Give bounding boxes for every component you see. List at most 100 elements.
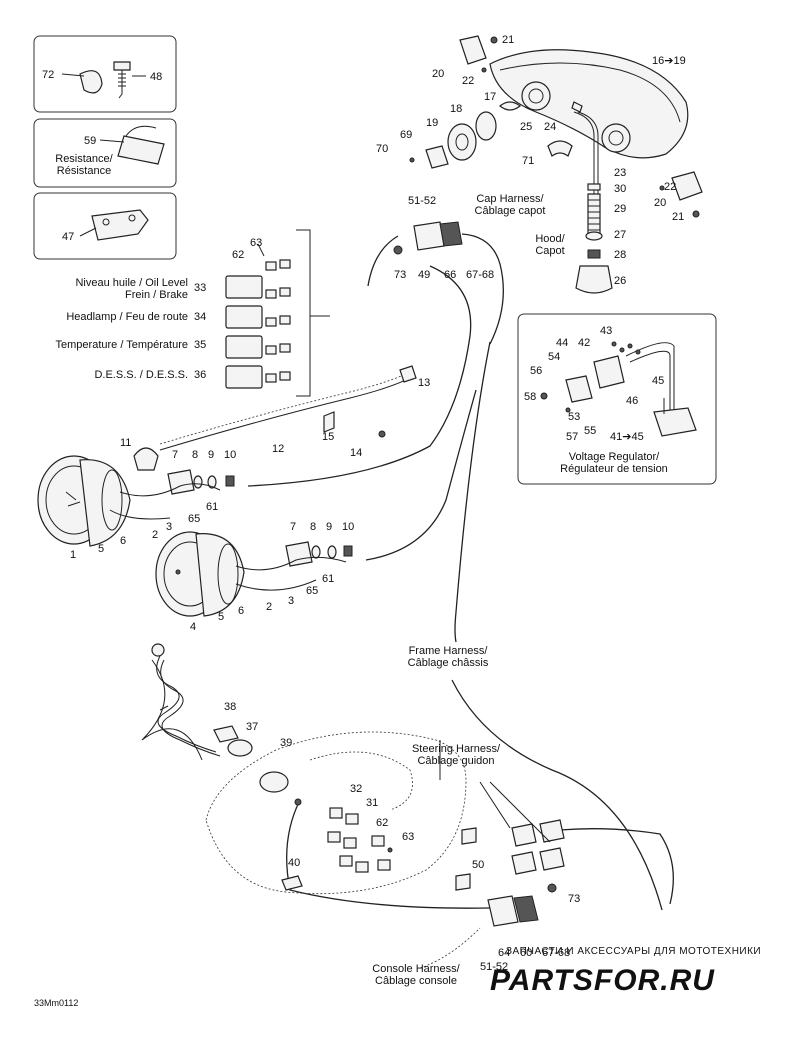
callout-63b: 63	[402, 831, 414, 843]
callout-7a: 7	[172, 449, 178, 461]
callout-60: 60	[520, 947, 532, 959]
inset-fasteners	[33, 35, 177, 113]
callout-27: 27	[614, 229, 626, 241]
callout-38: 38	[224, 701, 236, 713]
callout-20a: 20	[432, 68, 444, 80]
callout-47: 47	[62, 231, 74, 243]
indicator-label-dess: D.E.S.S. / D.E.S.S.	[94, 369, 188, 381]
callout-65b: 65	[306, 585, 318, 597]
callout-8a: 8	[192, 449, 198, 461]
callout-41: 41➔45	[610, 431, 644, 443]
callout-3b: 3	[288, 595, 294, 607]
callout-10a: 10	[224, 449, 236, 461]
callout-24: 24	[544, 121, 556, 133]
callout-65a: 65	[188, 513, 200, 525]
caption-cap-harness: Cap Harness/Câblage capot	[475, 193, 546, 217]
callout-31: 31	[366, 797, 378, 809]
caption-steering-harness: Steering Harness/Câblage guidon	[412, 743, 501, 767]
headlamp-assembly	[409, 35, 703, 294]
callout-61a: 61	[206, 501, 218, 513]
watermark-tagline: ЗАПЧАСТИ И АКСЕССУАРЫ ДЛЯ МОТОТЕХНИКИ	[506, 946, 761, 957]
callout-43: 43	[600, 325, 612, 337]
callout-45: 45	[652, 375, 664, 387]
callout-49: 49	[418, 269, 430, 281]
callout-40: 40	[288, 857, 300, 869]
cap-harness-connectors	[367, 221, 504, 345]
callout-labels: 72 48 59 47 63 62 51-52 73 49 66 67-68 2…	[42, 34, 686, 973]
callout-4: 4	[190, 621, 196, 633]
callout-10b: 10	[342, 521, 354, 533]
indicator-num-35: 35	[194, 339, 206, 351]
callout-56: 56	[530, 365, 542, 377]
dess-lanyard	[151, 643, 253, 757]
callout-57: 57	[566, 431, 578, 443]
callout-17: 17	[484, 91, 496, 103]
callout-61b: 61	[322, 573, 334, 585]
callout-67b: 67-68	[542, 947, 570, 959]
callout-7b: 7	[290, 521, 296, 533]
callout-22a: 22	[462, 75, 474, 87]
callout-51b: 51-52	[480, 961, 508, 973]
callout-63a: 63	[250, 237, 262, 249]
indicator-num-36: 36	[194, 369, 206, 381]
callout-62b: 62	[376, 817, 388, 829]
inset-bracket	[33, 192, 177, 260]
callout-53: 53	[568, 411, 580, 423]
callout-46: 46	[626, 395, 638, 407]
assembly-captions: Resistance/Résistance Cap Harness/Câblag…	[55, 153, 668, 987]
callout-20b: 20	[654, 197, 666, 209]
callout-62a: 62	[232, 249, 244, 261]
callout-2b: 2	[266, 601, 272, 613]
watermark: ЗАПЧАСТИ И АКСЕССУАРЫ ДЛЯ МОТОТЕХНИКИ PA…	[490, 946, 761, 997]
callout-64: 64	[498, 947, 510, 959]
callout-11: 11	[120, 437, 131, 449]
callout-73b: 73	[568, 893, 580, 905]
callout-13: 13	[418, 377, 430, 389]
indicator-label-temperature: Temperature / Température	[56, 339, 188, 351]
callout-18: 18	[450, 103, 462, 115]
callout-2a: 2	[152, 529, 158, 541]
console-harness-connectors	[419, 740, 565, 969]
callout-66: 66	[444, 269, 456, 281]
callout-29: 29	[614, 203, 626, 215]
caption-resistance: Resistance/Résistance	[55, 153, 113, 177]
callout-44: 44	[556, 337, 568, 349]
callout-32: 32	[350, 783, 362, 795]
callout-12: 12	[272, 443, 284, 455]
callout-51a: 51-52	[408, 195, 436, 207]
callout-70: 70	[376, 143, 388, 155]
callout-42: 42	[578, 337, 590, 349]
callout-14: 14	[350, 447, 362, 459]
callout-25: 25	[520, 121, 532, 133]
callout-5b: 5	[218, 611, 224, 623]
callout-73a: 73	[394, 269, 406, 281]
indicator-label-headlamp: Headlamp / Feu de route	[66, 311, 188, 323]
caption-hood: Hood/Capot	[535, 233, 565, 257]
watermark-brand: PARTSFOR.RU	[490, 964, 715, 997]
callout-67a: 67-68	[466, 269, 494, 281]
callout-59: 59	[84, 135, 96, 147]
main-harness-lines	[141, 265, 674, 911]
callout-21a: 21	[502, 34, 514, 46]
indicator-num-33: 33	[194, 282, 206, 294]
callout-22b: 22	[664, 181, 676, 193]
cable-12	[159, 365, 417, 451]
callout-54: 54	[548, 351, 560, 363]
console-body	[205, 731, 477, 895]
gauge-2	[155, 531, 353, 617]
callout-8b: 8	[310, 521, 316, 533]
voltage-regulator-box	[517, 313, 717, 485]
callout-6a: 6	[120, 535, 126, 547]
caption-frame-harness: Frame Harness/Câblage châssis	[408, 645, 489, 669]
callout-72: 72	[42, 69, 54, 81]
callout-3a: 3	[166, 521, 172, 533]
callout-21b: 21	[672, 211, 684, 223]
callout-6b: 6	[238, 605, 244, 617]
diagram-code: 33Mm0112	[34, 998, 78, 1008]
callout-39: 39	[280, 737, 292, 749]
caption-console-harness: Console Harness/Câblage console	[372, 963, 460, 987]
callout-28: 28	[614, 249, 626, 261]
callout-9b: 9	[326, 521, 332, 533]
